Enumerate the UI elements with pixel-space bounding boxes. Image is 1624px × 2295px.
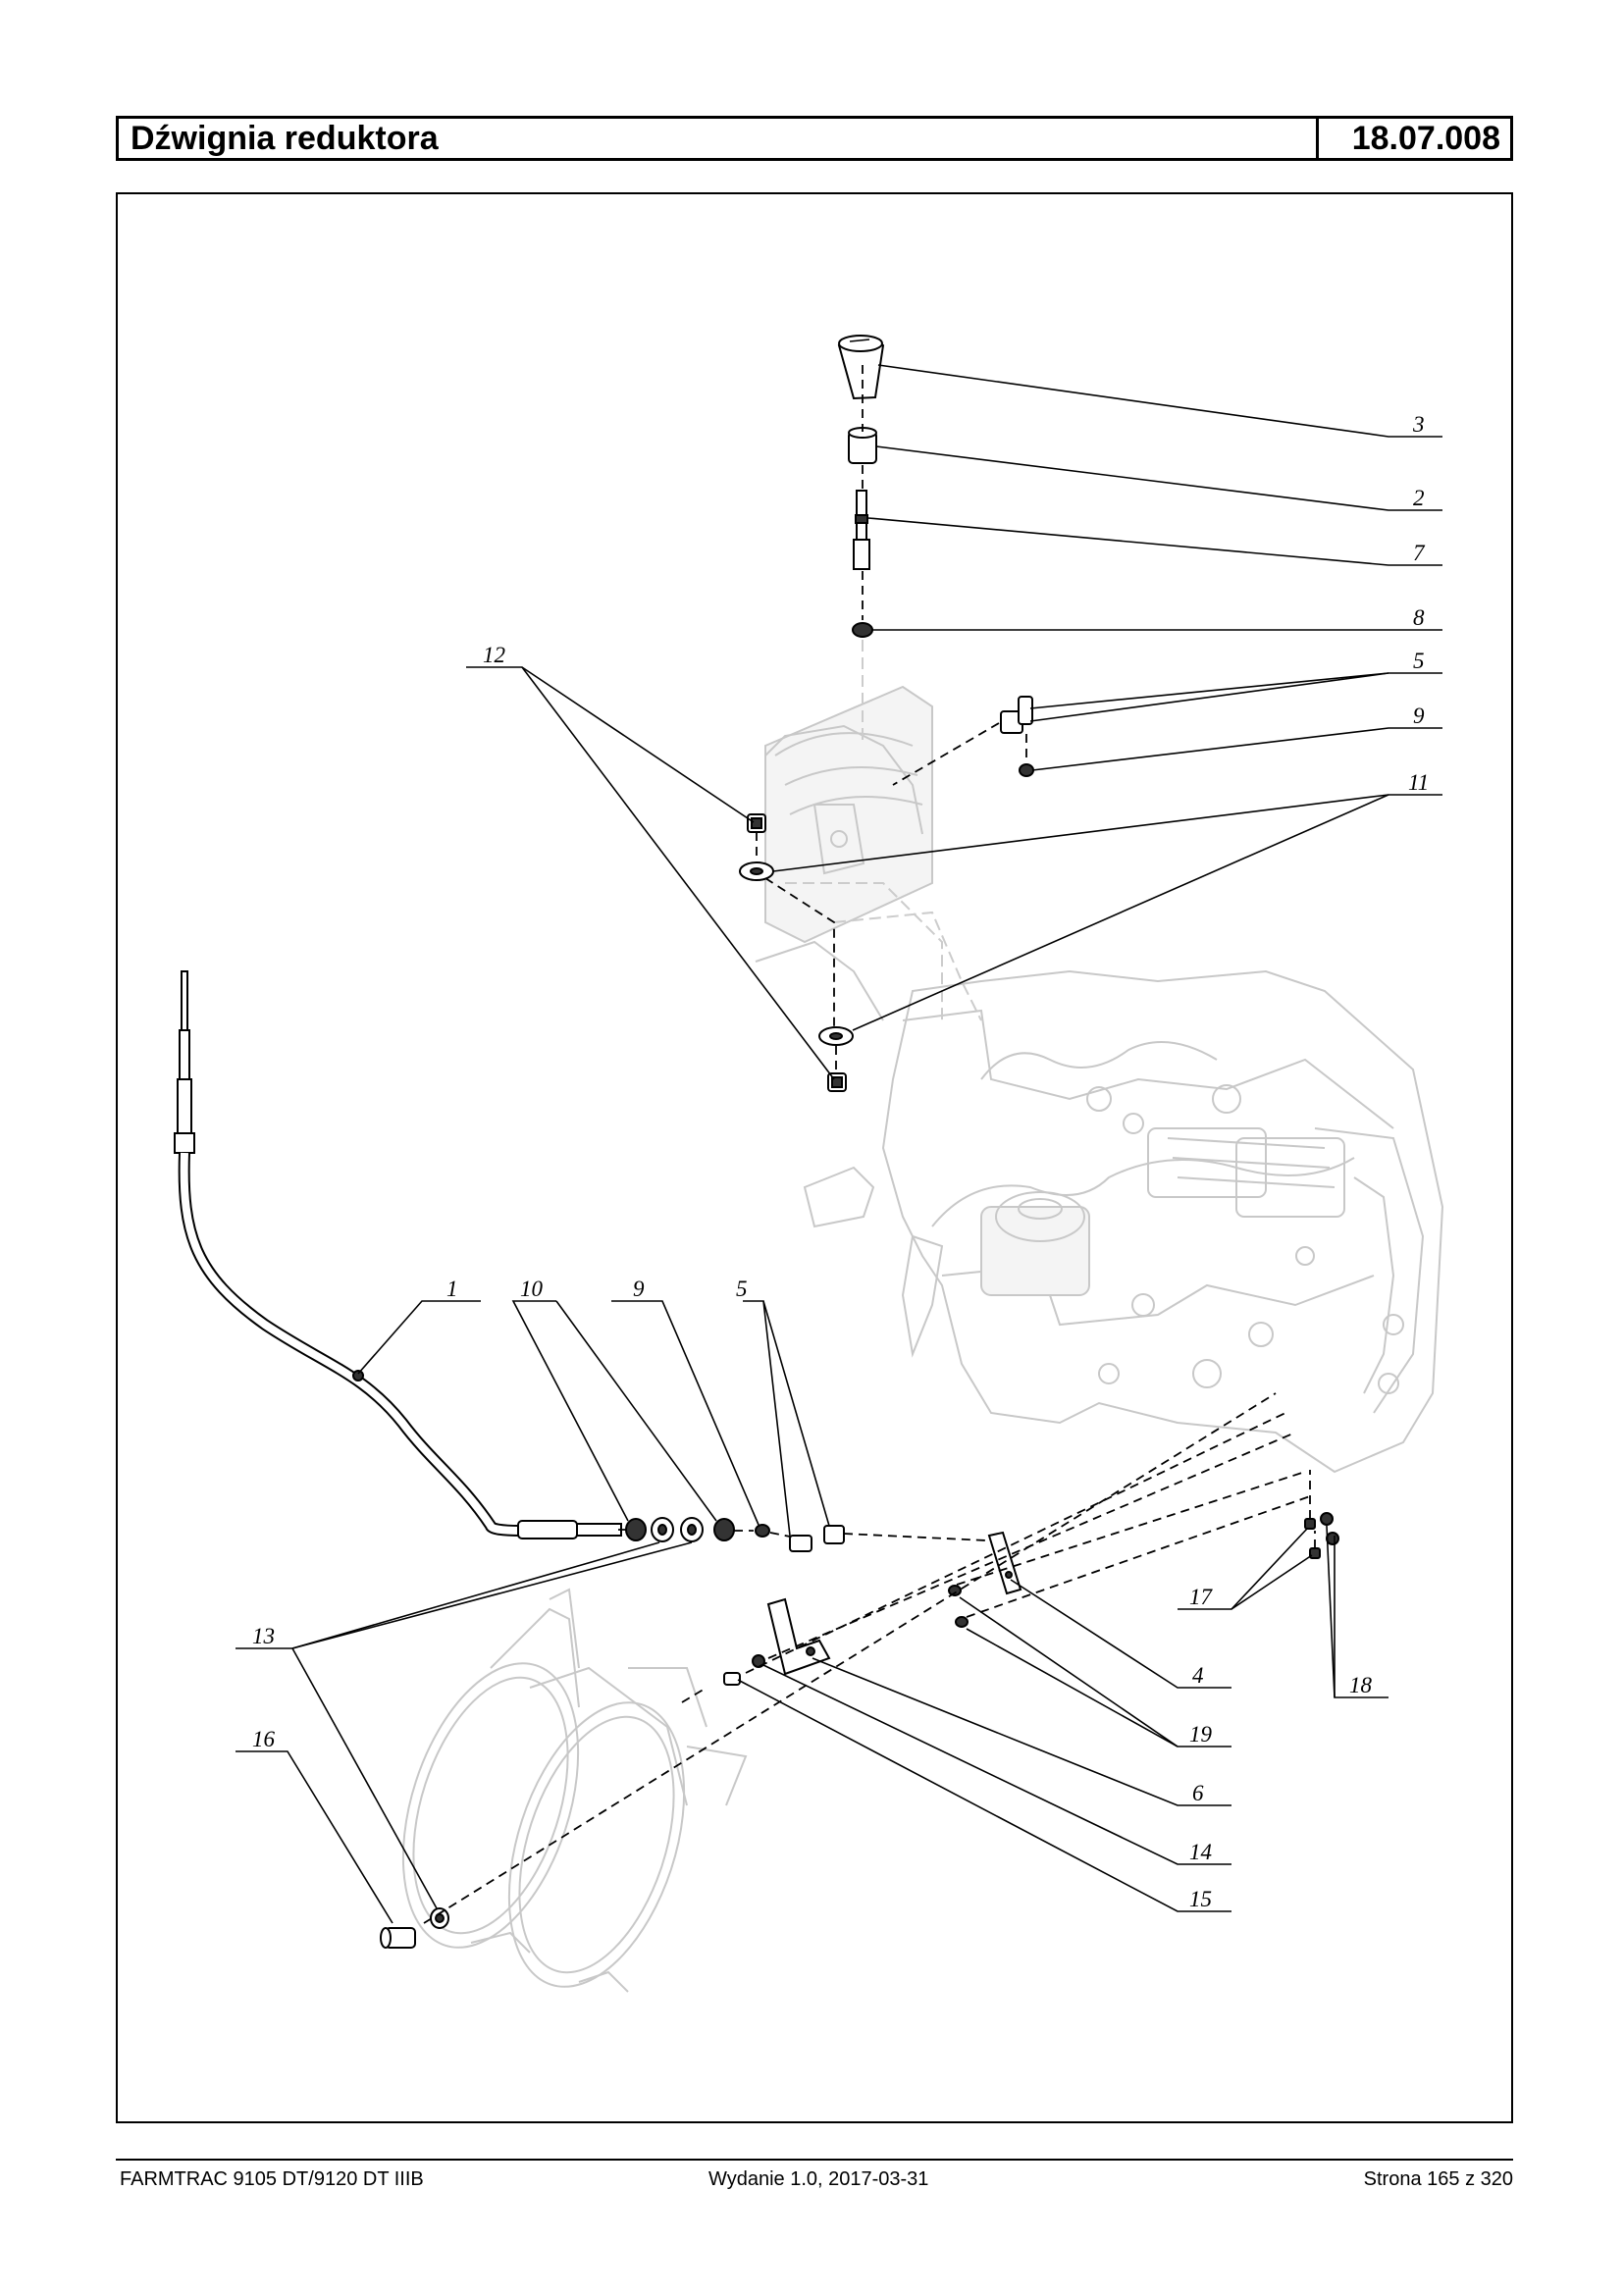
background-gearbox-housing <box>764 685 1444 1474</box>
shift-cable-part-1 <box>174 970 622 1539</box>
callout-12: 12 <box>483 643 505 667</box>
callout-10: 10 <box>520 1277 544 1301</box>
clevis-part-5-top <box>1000 696 1034 777</box>
diagram-frame <box>116 192 1513 2123</box>
lever-rod-part-7 <box>853 490 870 570</box>
footer-divider <box>116 2159 1513 2161</box>
callout-18: 18 <box>1349 1673 1373 1697</box>
callout-labels: 3 2 7 8 5 9 11 12 1 10 9 5 13 16 17 4 18… <box>252 412 1429 1911</box>
cable-washer-part-13-a <box>651 1517 674 1542</box>
bolt-part-15 <box>723 1672 741 1686</box>
nut-part-9-bottom <box>755 1524 770 1538</box>
callout-9-bottom: 9 <box>633 1277 645 1301</box>
callout-8: 8 <box>1413 605 1425 630</box>
nut-part-12-top <box>747 813 766 833</box>
lever-part-4 <box>987 1531 1022 1595</box>
callout-1: 1 <box>446 1277 458 1301</box>
page-header: Dźwignia reduktora 18.07.008 <box>116 116 1513 161</box>
nut-part-17 <box>1304 1518 1321 1559</box>
callout-11: 11 <box>1408 770 1429 795</box>
page-title: Dźwignia reduktora <box>119 119 1319 158</box>
bracket-part-6 <box>766 1597 831 1676</box>
callout-17: 17 <box>1189 1585 1214 1609</box>
washer-part-11-top <box>739 861 774 881</box>
washer-part-13-c <box>430 1907 449 1929</box>
callout-5-top: 5 <box>1413 649 1425 673</box>
washer-part-14 <box>752 1654 765 1668</box>
knob-part-3 <box>837 335 885 400</box>
cable-washer-part-13-b <box>680 1517 704 1542</box>
callout-9-top: 9 <box>1413 704 1425 728</box>
callout-3: 3 <box>1412 412 1425 437</box>
cable-nut-part-10-b <box>713 1518 735 1541</box>
callout-4: 4 <box>1192 1663 1204 1688</box>
footer-page-number: Strona 165 z 320 <box>1363 2168 1513 2190</box>
background-rear-axle-housing <box>401 1588 748 1993</box>
footer-model: FARMTRAC 9105 DT/9120 DT IIIB <box>120 2168 424 2190</box>
bolt-part-19 <box>948 1585 969 1628</box>
bolt-part-16 <box>380 1927 416 1949</box>
callout-7: 7 <box>1413 541 1426 565</box>
callout-15: 15 <box>1189 1887 1212 1911</box>
clevis-part-5-bottom <box>789 1525 845 1552</box>
callout-2: 2 <box>1413 486 1425 510</box>
callout-16: 16 <box>252 1727 276 1751</box>
leader-lines <box>236 364 1442 1924</box>
footer-edition: Wydanie 1.0, 2017-03-31 <box>708 2168 929 2190</box>
callout-5-bottom: 5 <box>736 1277 748 1301</box>
callout-6: 6 <box>1192 1781 1204 1805</box>
callout-13: 13 <box>252 1624 275 1648</box>
callout-19: 19 <box>1189 1722 1213 1747</box>
bolt-part-18 <box>1320 1512 1339 1545</box>
sleeve-part-2 <box>848 427 877 464</box>
washer-part-11-bottom <box>818 1026 854 1046</box>
section-code: 18.07.008 <box>1351 120 1500 157</box>
cable-nut-part-10-a <box>625 1518 647 1541</box>
nut-part-8 <box>852 622 873 638</box>
callout-14: 14 <box>1189 1840 1212 1864</box>
